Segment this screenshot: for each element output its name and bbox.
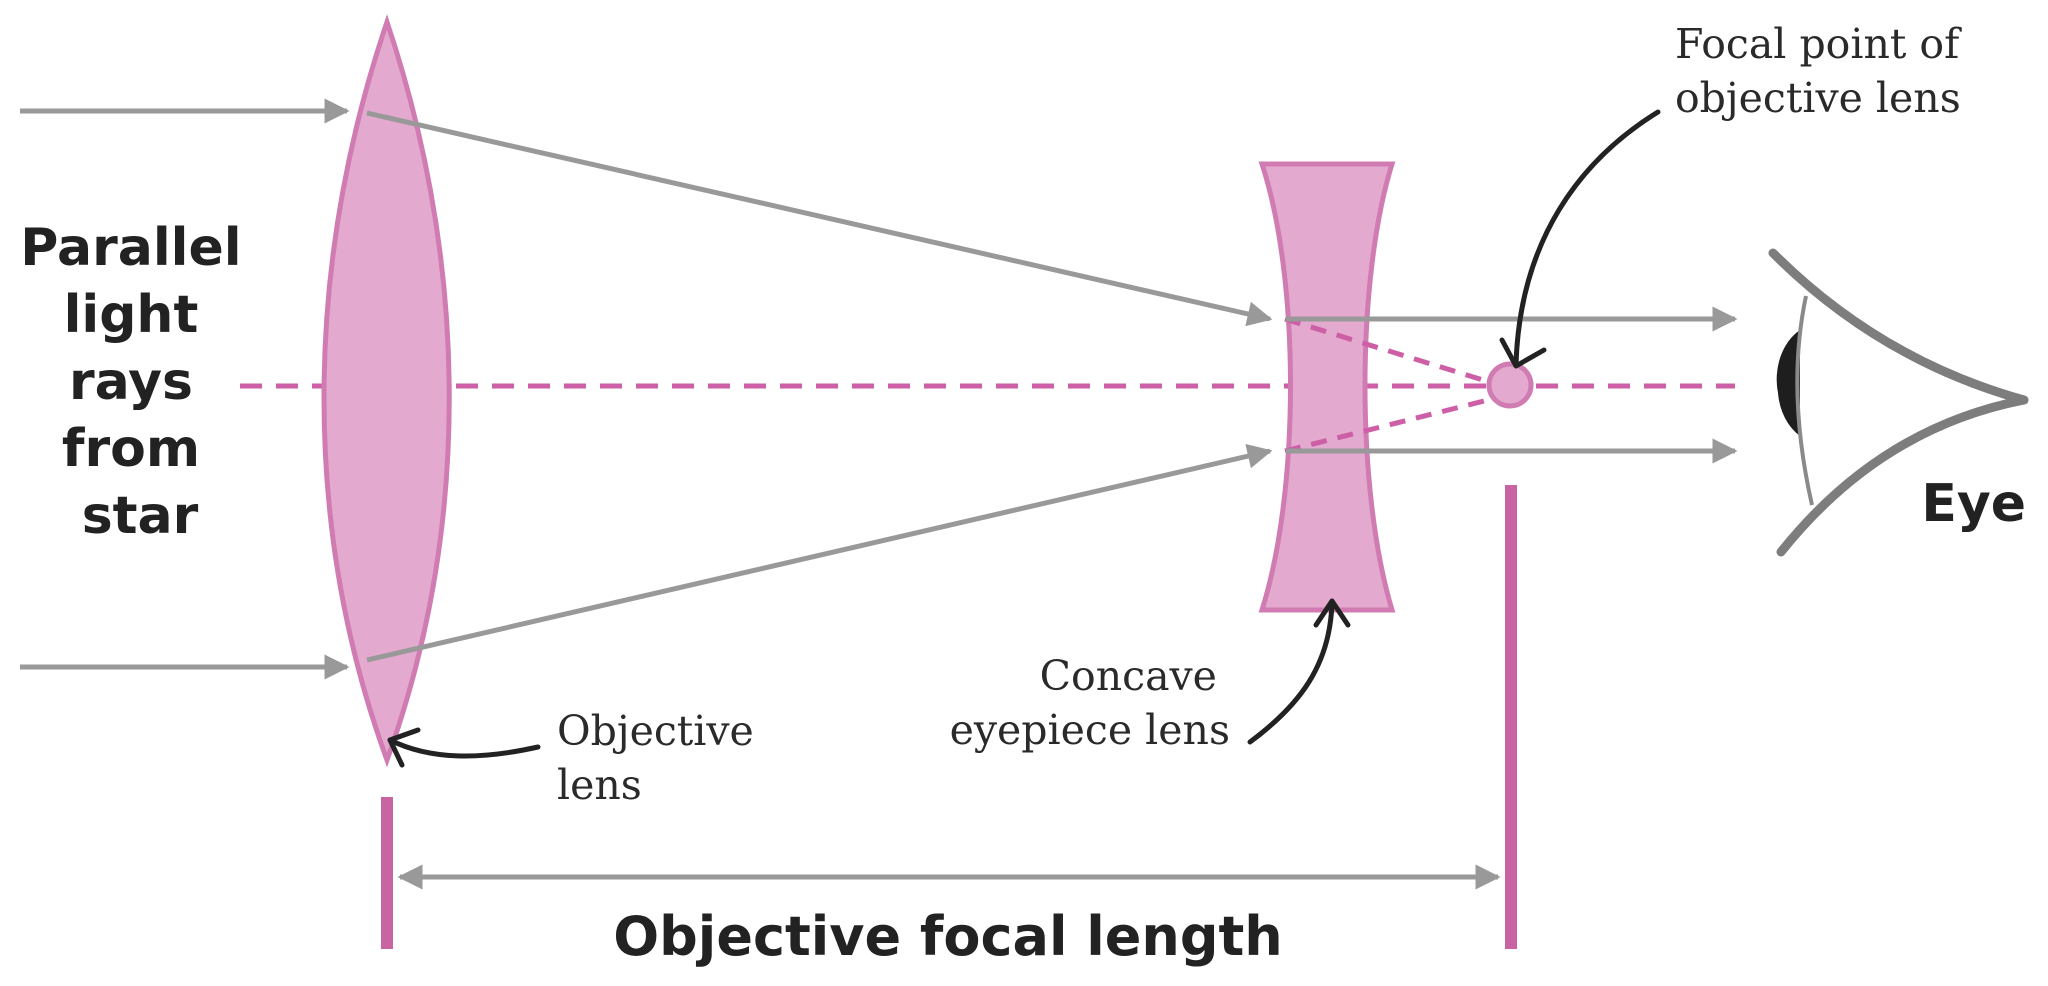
parallel-rays-label-line-2: light	[64, 285, 199, 345]
focal-point-marker	[1486, 361, 1534, 409]
objective-lens-pointer-arrow	[387, 727, 541, 768]
focal-marker-bar	[1505, 485, 1517, 949]
concave-lens-pointer-arrow	[1247, 598, 1351, 745]
virtual-ray-bottom	[1284, 395, 1497, 454]
focal-point-label: Focal point of objective lens	[1675, 20, 1972, 122]
objective-lens-shape	[321, 14, 452, 768]
objective-lens-label-line-1: Objective	[557, 707, 754, 755]
converging-ray-top	[366, 110, 1273, 327]
focal-point-label-line-2: objective lens	[1675, 74, 1961, 122]
objective-lens-label-line-2: lens	[557, 761, 642, 809]
concave-lens-label-line-2: eyepiece lens	[950, 706, 1230, 754]
virtual-ray-top	[1284, 316, 1497, 387]
objective-lens-label: Objective lens	[557, 707, 767, 809]
parallel-rays-label: Parallel light rays from star	[20, 218, 259, 546]
eye-label: Eye	[1921, 474, 2026, 534]
focal-point-label-line-1: Focal point of	[1675, 20, 1962, 68]
parallel-rays-label-line-1: Parallel	[20, 218, 241, 278]
parallel-rays-label-line-4: from	[62, 419, 200, 479]
focal-length-label: Objective focal length	[613, 905, 1283, 968]
concave-lens-label-line-1: Concave	[1040, 652, 1217, 700]
objective-marker-bar	[381, 797, 393, 949]
concave-lens-label: Concave eyepiece lens	[950, 652, 1230, 754]
parallel-rays-label-line-5: star	[82, 486, 199, 546]
eye-icon	[1768, 248, 2029, 557]
concave-eyepiece-lens-shape	[1258, 161, 1396, 613]
parallel-rays-label-line-3: rays	[69, 352, 193, 412]
converging-ray-bottom	[366, 443, 1273, 663]
focal-point-pointer-arrow	[1499, 109, 1661, 369]
